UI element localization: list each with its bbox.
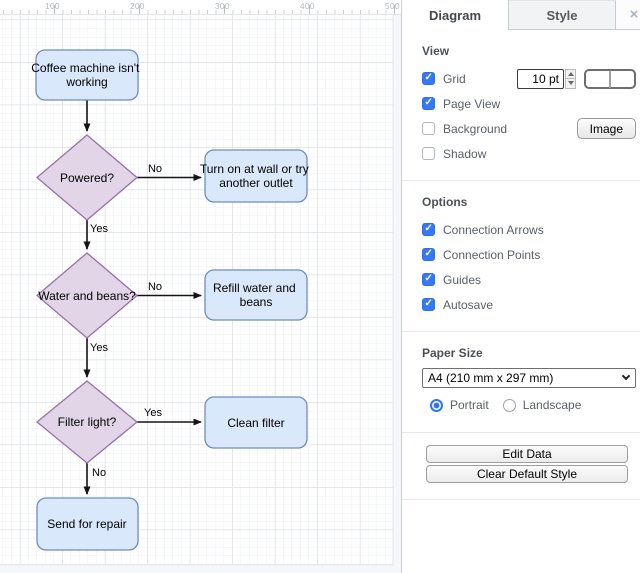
connection-arrows-label: Connection Arrows bbox=[443, 222, 544, 237]
connection-points-row: Connection Points bbox=[422, 242, 636, 267]
node-powered-decision[interactable] bbox=[35, 134, 139, 221]
edge-label-yes: Yes bbox=[90, 342, 108, 354]
svg-text:Refill water and bea: Refill water and beans bbox=[213, 281, 299, 309]
background-row: Background Image bbox=[422, 116, 636, 141]
panel-actions: Edit Data Clear Default Style bbox=[402, 433, 640, 500]
connection-points-label: Connection Points bbox=[443, 247, 541, 262]
ruler-label: 300 bbox=[214, 1, 230, 11]
node-water-decision[interactable] bbox=[35, 252, 139, 339]
ruler-ticks bbox=[0, 0, 401, 14]
flowchart-canvas[interactable]: No Yes No Yes Yes No Coffee machine isn'… bbox=[0, 15, 401, 573]
svg-text:Water and beans?: Water and beans? bbox=[38, 289, 136, 303]
autosave-label: Autosave bbox=[443, 297, 494, 312]
panel-empty-area bbox=[402, 500, 640, 573]
close-panel-icon[interactable]: × bbox=[629, 6, 639, 23]
paper-size-heading: Paper Size bbox=[422, 346, 483, 360]
node-refill[interactable] bbox=[204, 269, 308, 321]
stepper-up-button[interactable] bbox=[565, 68, 576, 79]
grid-color-swatch-button[interactable] bbox=[584, 68, 636, 89]
connection-points-checkbox[interactable] bbox=[422, 248, 435, 261]
background-checkbox[interactable] bbox=[422, 122, 435, 135]
outside-page-bottom bbox=[0, 565, 401, 573]
ruler-label: 100 bbox=[44, 1, 60, 11]
svg-text:Coffee machine isn't: Coffee machine isn't working bbox=[31, 61, 142, 89]
landscape-label: Landscape bbox=[522, 398, 582, 412]
drawing-canvas-area[interactable]: 100 200 300 400 500 bbox=[0, 0, 401, 573]
ruler-label: 400 bbox=[299, 1, 315, 11]
grid-row: Grid bbox=[422, 66, 636, 91]
image-button[interactable]: Image bbox=[576, 118, 636, 139]
view-heading: View bbox=[422, 44, 450, 58]
clear-default-style-button[interactable]: Clear Default Style bbox=[426, 465, 628, 483]
grid-color-swatch bbox=[609, 70, 611, 88]
stepper-down-button[interactable] bbox=[565, 79, 576, 89]
svg-text:Send for repair: Send for repair bbox=[47, 517, 126, 531]
edge-label-no: No bbox=[92, 467, 106, 479]
svg-text:Powered?: Powered? bbox=[60, 171, 114, 185]
tab-bar-filler: × bbox=[616, 0, 640, 30]
tab-diagram[interactable]: Diagram bbox=[402, 0, 509, 30]
options-heading: Options bbox=[422, 195, 468, 209]
svg-text:Clean filter: Clean filter bbox=[227, 416, 284, 430]
edge-label-yes: Yes bbox=[144, 407, 162, 419]
page-view-row: Page View bbox=[422, 91, 636, 116]
connection-arrows-row: Connection Arrows bbox=[422, 217, 636, 242]
grid-size-stepper bbox=[565, 68, 576, 89]
shadow-label: Shadow bbox=[443, 146, 487, 161]
svg-text:Filter light?: Filter light? bbox=[58, 415, 117, 429]
guides-label: Guides bbox=[443, 272, 482, 287]
guides-checkbox[interactable] bbox=[422, 273, 435, 286]
paper-size-section: Paper Size A4 (210 mm x 297 mm) Portrait… bbox=[402, 332, 640, 433]
connection-arrows-checkbox[interactable] bbox=[422, 223, 435, 236]
edge-label-yes: Yes bbox=[90, 223, 108, 235]
shadow-checkbox[interactable] bbox=[422, 147, 435, 160]
autosave-row: Autosave bbox=[422, 292, 636, 317]
triangle-up-icon bbox=[567, 71, 574, 76]
outside-page-right bbox=[393, 15, 401, 573]
node-turn-on[interactable] bbox=[204, 149, 308, 203]
triangle-down-icon bbox=[567, 81, 574, 86]
paper-size-select-wrap: A4 (210 mm x 297 mm) bbox=[422, 368, 636, 388]
edit-data-button[interactable]: Edit Data bbox=[426, 445, 628, 463]
format-panel: Diagram Style × View Grid Page View bbox=[401, 0, 640, 573]
autosave-checkbox[interactable] bbox=[422, 298, 435, 311]
page-view-checkbox[interactable] bbox=[422, 97, 435, 110]
orientation-row: Portrait Landscape bbox=[422, 392, 636, 418]
portrait-label: Portrait bbox=[450, 398, 489, 412]
node-start[interactable] bbox=[35, 49, 139, 101]
view-section: View Grid Page View Background Image bbox=[402, 30, 640, 181]
paper-size-select[interactable]: A4 (210 mm x 297 mm) bbox=[422, 368, 636, 388]
guides-row: Guides bbox=[422, 267, 636, 292]
edge-label-no: No bbox=[148, 281, 162, 293]
node-filter-decision[interactable] bbox=[35, 380, 139, 464]
grid-label: Grid bbox=[443, 71, 466, 86]
grid-size-input[interactable] bbox=[517, 68, 564, 89]
node-clean-filter[interactable] bbox=[204, 396, 308, 449]
grid-checkbox[interactable] bbox=[422, 72, 435, 85]
ruler-label: 500 bbox=[384, 1, 400, 11]
tab-style[interactable]: Style bbox=[509, 0, 616, 30]
page-view-label: Page View bbox=[443, 96, 501, 111]
horizontal-ruler[interactable]: 100 200 300 400 500 bbox=[0, 0, 401, 15]
shadow-row: Shadow bbox=[422, 141, 636, 166]
svg-text:Turn on at wall or try: Turn on at wall or try another outlet bbox=[200, 162, 312, 190]
landscape-radio[interactable] bbox=[502, 398, 516, 412]
portrait-radio[interactable] bbox=[430, 398, 443, 412]
background-label: Background bbox=[443, 121, 508, 136]
format-panel-tabs: Diagram Style × bbox=[402, 0, 640, 30]
options-section: Options Connection Arrows Connection Poi… bbox=[402, 181, 640, 332]
node-send-for-repair[interactable] bbox=[36, 497, 139, 551]
ruler-label: 200 bbox=[129, 1, 145, 11]
edge-label-no: No bbox=[148, 163, 162, 175]
